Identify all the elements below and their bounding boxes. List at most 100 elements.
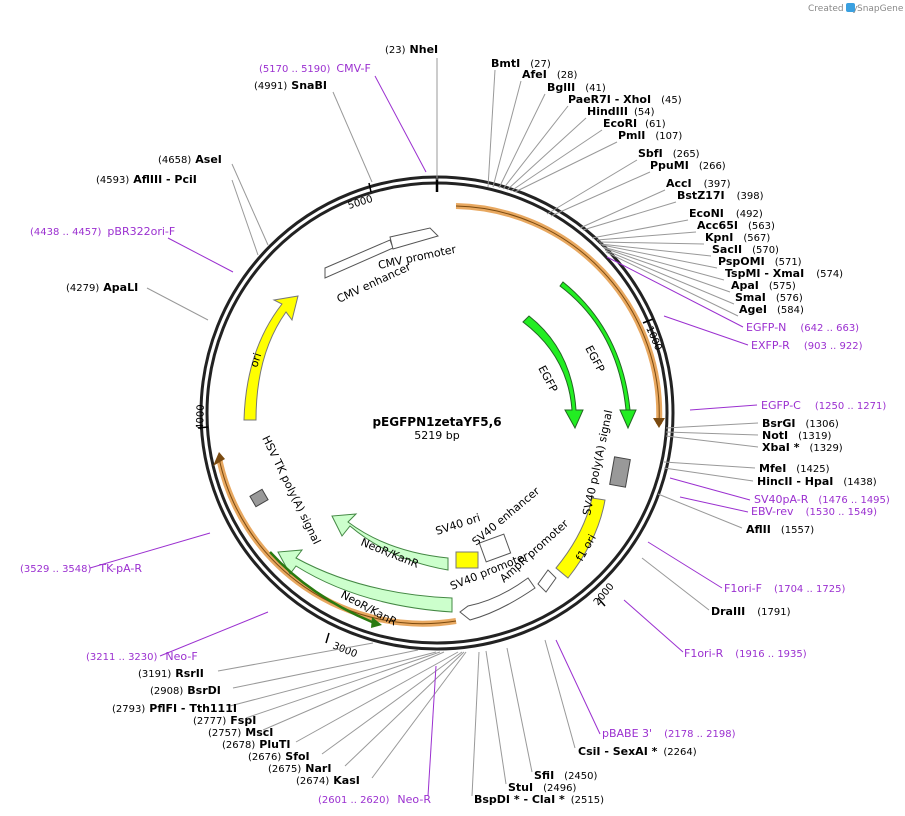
leader-line xyxy=(603,247,731,293)
svg-text:EBV-rev(1530 .. 1549): EBV-rev(1530 .. 1549) xyxy=(751,505,877,518)
leader-line xyxy=(663,461,756,469)
neor-inner-arrow[interactable] xyxy=(331,513,449,571)
site-position: (584) xyxy=(777,305,804,316)
site-position: (45) xyxy=(661,95,682,106)
egfp-outer-arrow[interactable] xyxy=(559,281,637,430)
leader-line xyxy=(591,219,689,239)
svg-text:XbaI *(1329): XbaI *(1329) xyxy=(762,441,843,454)
f1-ori-arrow[interactable] xyxy=(555,497,606,579)
leader-line xyxy=(371,651,467,779)
leader-line xyxy=(582,201,677,231)
primer-leader-line xyxy=(374,75,427,173)
ori-arrow[interactable] xyxy=(243,295,299,421)
leader-line xyxy=(506,647,533,773)
primer-position: (1250 .. 1271) xyxy=(815,401,887,412)
site-name: AccI xyxy=(666,177,692,190)
ampr-promoter-arrow[interactable] xyxy=(537,569,557,593)
site-position: (107) xyxy=(655,131,682,142)
primer-position: (4438 .. 4457) xyxy=(30,227,102,238)
leader-line xyxy=(506,117,587,191)
tick-mark xyxy=(642,318,654,324)
neor-orf-arrowhead xyxy=(371,617,382,628)
site-name: SmaI xyxy=(735,291,766,304)
leader-line xyxy=(598,241,705,245)
sv40-promoter-arrow[interactable] xyxy=(459,577,536,621)
primer-name: SV40pA-R xyxy=(754,493,809,506)
primer-leader-line xyxy=(555,639,601,735)
svg-text:(2676)SfoI: (2676)SfoI xyxy=(248,750,310,763)
primer-leader-line xyxy=(669,477,751,501)
site-position: (398) xyxy=(737,191,764,202)
plasmid-size: 5219 bp xyxy=(414,429,459,442)
site-name: AfeI xyxy=(522,68,547,81)
svg-text:AgeI(584): AgeI (584) xyxy=(739,303,804,316)
svg-text:EcoRI(61): EcoRI(61) xyxy=(603,117,666,130)
svg-text:MfeI(1425): MfeI(1425) xyxy=(759,462,830,475)
svg-text:HincII - HpaI(1438): HincII - HpaI(1438) xyxy=(757,475,877,488)
tick-label: 4000 xyxy=(195,404,207,430)
svg-text:BglII(41): BglII(41) xyxy=(547,81,606,94)
hsv-tk-polya-box[interactable] xyxy=(249,488,269,508)
site-position: (4593) xyxy=(96,175,129,186)
cmv-promoter-arrow[interactable] xyxy=(389,227,439,250)
primer-name: TK-pA-R xyxy=(98,562,142,575)
site-name: BspDI * - ClaI * xyxy=(474,793,565,806)
site-position: (2757) xyxy=(208,728,241,739)
site-position: (1425) xyxy=(796,464,829,475)
leader-line xyxy=(485,650,507,785)
primer-name: pBR322ori-F xyxy=(107,225,175,238)
leader-line xyxy=(262,651,445,731)
tick-mark xyxy=(368,182,372,193)
site-name: AgeI xyxy=(739,303,767,316)
leader-line xyxy=(321,651,463,755)
svg-text:(2675)NarI: (2675)NarI xyxy=(268,762,331,775)
site-position: (265) xyxy=(673,149,700,160)
site-position: (41) xyxy=(585,83,606,94)
primer-name: CMV-F xyxy=(336,62,370,75)
primer-name: Neo-R xyxy=(397,793,431,806)
leader-line xyxy=(231,163,269,246)
site-position: (570) xyxy=(752,245,779,256)
site-name: PluTI xyxy=(259,738,290,751)
site-name: PspOMI xyxy=(718,255,765,268)
leader-line xyxy=(514,141,618,193)
site-name: EcoNI xyxy=(689,207,724,220)
primer-leader-line xyxy=(159,611,269,657)
leader-line xyxy=(663,467,754,482)
site-name: EcoRI xyxy=(603,117,637,130)
site-position: (4658) xyxy=(158,155,191,166)
site-position: (23) xyxy=(385,45,406,56)
svg-text:SmaI(576): SmaI(576) xyxy=(735,291,803,304)
primer-position: (2178 .. 2198) xyxy=(664,729,736,740)
credit-prefix: Created by xyxy=(808,4,858,14)
site-name: BmtI xyxy=(491,57,520,70)
sv40-enhancer-box[interactable] xyxy=(478,533,512,563)
tick-mark xyxy=(597,597,606,607)
site-name: SacII xyxy=(712,243,742,256)
site-position: (1438) xyxy=(843,477,876,488)
egfp-inner-arrow[interactable] xyxy=(522,315,584,430)
feature-label: ori xyxy=(247,351,264,369)
leader-line xyxy=(604,249,735,305)
egfp-orf-band-core xyxy=(455,205,660,425)
svg-text:EGFP-C(1250 .. 1271): EGFP-C(1250 .. 1271) xyxy=(761,399,886,412)
primer-name: EBV-rev xyxy=(751,505,794,518)
svg-text:F1ori-R(1916 .. 1935): F1ori-R(1916 .. 1935) xyxy=(684,647,807,660)
svg-text:EGFP-N(642 .. 663): EGFP-N(642 .. 663) xyxy=(746,321,859,334)
sv40-ori-box[interactable] xyxy=(455,551,479,569)
svg-text:(3211 .. 3230)Neo-F: (3211 .. 3230)Neo-F xyxy=(86,650,198,663)
primer-leader-line xyxy=(427,665,437,797)
sv40-polya-box[interactable] xyxy=(609,456,631,488)
site-position: (2793) xyxy=(112,704,145,715)
leader-line xyxy=(502,105,569,190)
svg-text:AfeI(28): AfeI(28) xyxy=(522,68,577,81)
site-name: PpuMI xyxy=(650,159,689,172)
site-name: SnaBI xyxy=(291,79,327,92)
egfp-orf-arrowhead xyxy=(653,418,665,428)
leader-line xyxy=(665,435,759,448)
primer-labels: (5170 .. 5190)CMV-F (4438 .. 4457)pBR322… xyxy=(20,62,890,806)
neor-outer-arrow[interactable] xyxy=(277,549,453,613)
tick-label: 3000 xyxy=(331,641,359,661)
